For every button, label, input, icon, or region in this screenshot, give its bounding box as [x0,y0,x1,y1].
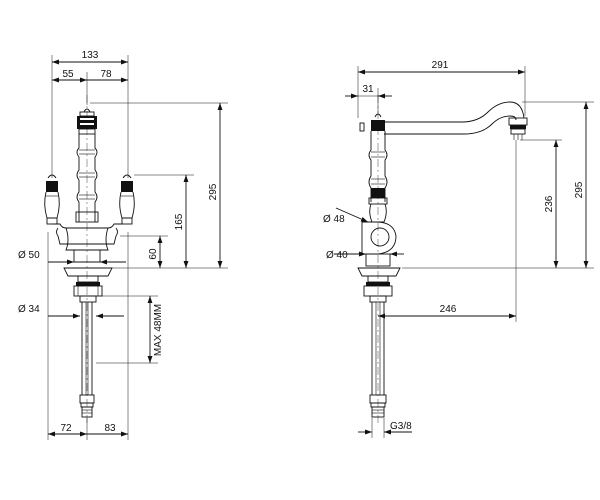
front-base [63,267,113,303]
dim-side-spout-projection: 246 [440,304,457,315]
dim-front-hose-right: 83 [104,423,116,434]
dim-front-overall-width: 133 [82,50,99,61]
front-left-handle [44,174,60,225]
side-body [357,221,401,277]
side-finial [359,113,385,132]
side-view: 291 31 295 236 Ø 48 Ø 40 246 G3/8 [323,60,594,438]
dim-front-left-offset: 55 [62,69,74,80]
dim-side-total-height: 295 [574,181,585,198]
dim-side-body-offset: 31 [362,84,374,95]
dim-side-handle-diameter: Ø 48 [323,214,345,225]
dim-front-total-height: 295 [208,183,219,200]
front-column [75,134,99,223]
dim-side-thread: G3/8 [390,421,412,432]
dim-front-base-height: 60 [148,248,159,260]
dim-front-max-deck: MAX 48MM [153,304,164,356]
front-hoses [79,302,95,418]
dim-front-hose-left: 72 [60,423,72,434]
front-view: 133 55 78 295 165 60 Ø 50 Ø 34 MAX 4 [18,50,228,440]
dim-side-spout-height: 236 [544,195,555,212]
front-body [52,223,122,263]
dim-side-base-diameter: Ø 40 [326,250,348,261]
front-right-handle [119,174,135,225]
dim-front-body-diameter: Ø 50 [18,250,40,261]
dim-front-handle-height: 165 [174,213,185,230]
front-finial [77,108,97,135]
dim-side-spout-reach: 291 [432,60,449,71]
side-spout [384,101,528,140]
dim-front-shank-diameter: Ø 34 [18,304,40,315]
side-column [368,131,388,223]
dim-front-right-offset: 78 [100,69,112,80]
